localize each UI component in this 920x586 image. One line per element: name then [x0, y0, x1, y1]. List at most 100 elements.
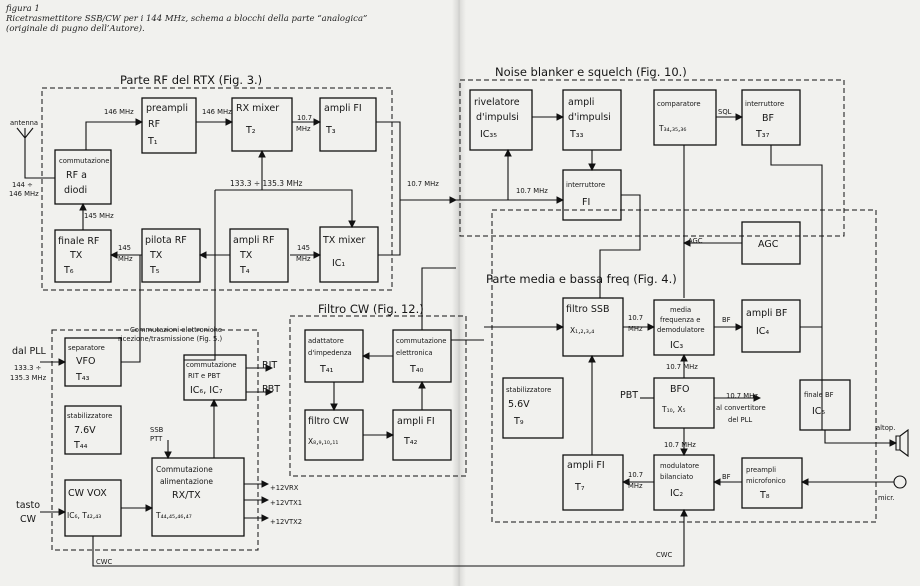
block-preampli-rf: preampli RF T₁ [141, 97, 197, 154]
label-agc-in: AGC [688, 237, 703, 245]
label-if-t7-a: 10.7 [628, 471, 643, 479]
svg-text:FI: FI [582, 197, 590, 208]
label-f144-a: 144 ÷ [12, 181, 33, 189]
caption-line-2: (originale di pugno dell’Autore). [6, 24, 145, 34]
svg-text:VFO: VFO [76, 356, 95, 367]
block-modulatore: modulatore bilanciato IC₂ [653, 454, 715, 511]
label-f145b-b: MHz [118, 255, 133, 263]
svg-text:5.6V: 5.6V [508, 399, 530, 410]
svg-text:d'impulsi: d'impulsi [568, 112, 611, 123]
block-finale-bf: finale BF IC₅ [799, 379, 851, 431]
svg-text:T₄₀: T₄₀ [409, 364, 424, 375]
label-bf-1: BF [722, 316, 731, 324]
svg-text:T₄₁: T₄₁ [319, 364, 334, 375]
caption-line-1: Ricetrasmettitore SSB/CW per i 144 MHz, … [6, 14, 368, 24]
label-f107-a: 10.7 [297, 114, 312, 122]
svg-text:7.6V: 7.6V [74, 425, 96, 436]
section-frame-rf [41, 87, 393, 291]
svg-text:T₄₃: T₄₃ [75, 372, 90, 383]
label-if-ssb-b: MHz [628, 325, 643, 333]
svg-text:T₄: T₄ [239, 265, 250, 276]
svg-text:interruttore: interruttore [745, 100, 784, 108]
svg-text:bilanciato: bilanciato [660, 473, 693, 481]
svg-text:filtro SSB: filtro SSB [566, 304, 609, 315]
block-rivelatore: rivelatore d'impulsi IC₃₅ [469, 89, 533, 151]
svg-text:ampli BF: ampli BF [746, 308, 787, 319]
label-tasto-cw: CW [20, 514, 37, 525]
label-if-bfo: 10.7 MHz [666, 363, 698, 371]
section-frame-filtro [289, 315, 467, 477]
svg-text:IC₆, IC₇: IC₆, IC₇ [190, 385, 223, 396]
svg-text:ampli RF: ampli RF [233, 235, 274, 246]
svg-text:T₂: T₂ [245, 125, 256, 136]
block-agc: AGC [741, 221, 801, 265]
block-filtro-ssb: filtro SSB X₁,₂,₃,₄ [562, 297, 624, 357]
svg-text:stabilizzatore: stabilizzatore [67, 412, 112, 420]
svg-text:T₄₂: T₄₂ [403, 436, 418, 447]
svg-text:ampli FI: ampli FI [324, 103, 362, 114]
label-f144-b: 146 MHz [9, 190, 39, 198]
label-bf-2: BF [722, 473, 731, 481]
svg-text:T₉: T₉ [513, 416, 524, 427]
svg-text:Commutazione: Commutazione [156, 465, 213, 474]
svg-text:RF: RF [148, 119, 160, 130]
block-ampli-rf-t4: ampli RF TX T₄ [229, 228, 289, 283]
block-interruttore-fi: interruttore FI [562, 169, 622, 221]
block-ampli-impulsi: ampli d'impulsi T₃₃ [562, 89, 622, 151]
svg-text:ampli FI: ampli FI [397, 416, 435, 427]
svg-text:IC₄: IC₄ [756, 326, 769, 337]
line-antenna [24, 145, 55, 179]
label-cwc-2: CWC [656, 551, 672, 559]
section-title-commut-2: ricezione/trasmissione (Fig. 5.) [118, 335, 223, 343]
label-bfo-out-b: al convertitore [716, 404, 766, 412]
svg-text:IC₃: IC₃ [670, 340, 683, 351]
svg-text:IC₆, T₄₂,₄₃: IC₆, T₄₂,₄₃ [67, 511, 101, 520]
svg-text:TX: TX [149, 250, 163, 261]
label-pll-b: 135.3 MHz [10, 374, 47, 382]
svg-text:T₃₇: T₃₇ [755, 129, 770, 140]
label-if-t7-b: MHz [628, 482, 643, 490]
block-commutazione-elettronica: commutazione elettronica T₄₀ [392, 329, 452, 383]
block-media-frequenza: media frequenza e demodulatore IC₃ [653, 299, 715, 356]
svg-text:ampli: ampli [568, 97, 594, 108]
label-sql: SQL [718, 108, 732, 116]
block-ampli-fi-t3: ampli FI T₃ [319, 97, 377, 152]
speaker-icon [895, 428, 909, 458]
block-adattatore: adattatore d'impedenza T₄₁ [304, 329, 364, 383]
svg-text:frequenza e: frequenza e [660, 316, 700, 324]
svg-text:RX mixer: RX mixer [236, 103, 279, 114]
svg-text:T₄₄,₄₅,₄₆,₄₇: T₄₄,₄₅,₄₆,₄₇ [155, 511, 192, 520]
section-title-filtro: Filtro CW (Fig. 12.) [318, 302, 424, 316]
label-bfo-out-a: 10.7 MHz [726, 392, 758, 400]
svg-text:T₄₄: T₄₄ [73, 440, 88, 451]
label-ptt: PTT [150, 435, 163, 443]
page-fold-shadow [452, 0, 466, 586]
block-preampli-microfonico: preampli microfonico T₈ [741, 457, 803, 509]
label-pll-a: 133.3 ÷ [14, 364, 41, 372]
block-comparatore: comparatore T₃₄,₃₅,₃₆ [653, 89, 717, 146]
svg-text:ampli FI: ampli FI [567, 460, 605, 471]
section-frame-commut [51, 329, 259, 551]
block-stabilizzatore-t9: stabilizzatore 5.6V T₉ [502, 377, 564, 439]
svg-text:T₁: T₁ [147, 136, 158, 147]
antenna-icon [16, 127, 34, 145]
svg-text:RX/TX: RX/TX [172, 490, 201, 501]
label-rit: RIT [262, 360, 277, 371]
label-bfo-out-c: del PLL [728, 416, 752, 424]
label-f145b-a: 145 [118, 244, 131, 252]
svg-text:T₃₄,₃₅,₃₆: T₃₄,₃₅,₃₆ [658, 124, 686, 133]
svg-text:comparatore: comparatore [657, 100, 701, 108]
svg-text:IC₅: IC₅ [812, 406, 825, 417]
svg-text:d'impedenza: d'impedenza [308, 349, 352, 357]
label-if-mod: 10.7 MHz [664, 441, 696, 449]
svg-text:BF: BF [762, 113, 774, 124]
svg-text:preampli: preampli [746, 466, 776, 474]
svg-text:interruttore: interruttore [566, 181, 605, 189]
svg-text:RF a: RF a [66, 170, 87, 181]
block-commutazione-alimentazione: Commutazione alimentazione RX/TX T₄₄,₄₅,… [151, 457, 245, 537]
svg-text:d'impulsi: d'impulsi [476, 112, 519, 123]
svg-text:adattatore: adattatore [308, 337, 344, 345]
block-rx-mixer: RX mixer T₂ [231, 97, 293, 152]
svg-text:media: media [670, 306, 691, 314]
svg-text:finale BF: finale BF [804, 391, 834, 399]
